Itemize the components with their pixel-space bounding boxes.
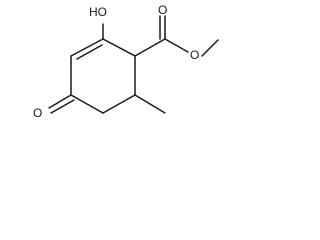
bond-c4-c5	[70, 94, 104, 114]
bond-c5-o-inner	[50, 99, 75, 114]
chemical-structure-diagram: HO O O O	[33, 3, 219, 120]
ketone-oxygen-label: O	[33, 106, 42, 120]
ether-oxygen-label: O	[190, 48, 199, 62]
bond-c3-methyl	[134, 94, 166, 114]
bond-c2-carbonyl	[134, 38, 166, 57]
substituent-bonds	[48, 15, 219, 114]
bond-c6-c1-inner	[76, 44, 103, 60]
carbonyl-oxygen-label: O	[158, 3, 167, 17]
bond-c6-c1-outer	[70, 38, 104, 57]
bond-c3-c4	[102, 94, 136, 114]
bond-c5-o-outer	[48, 94, 72, 109]
ring-bonds	[70, 38, 136, 114]
bond-ether-methyl	[201, 39, 219, 57]
bond-carbonyl-ether	[164, 38, 189, 53]
hydroxyl-label: HO	[89, 5, 107, 19]
bond-c1-c2	[102, 38, 136, 57]
